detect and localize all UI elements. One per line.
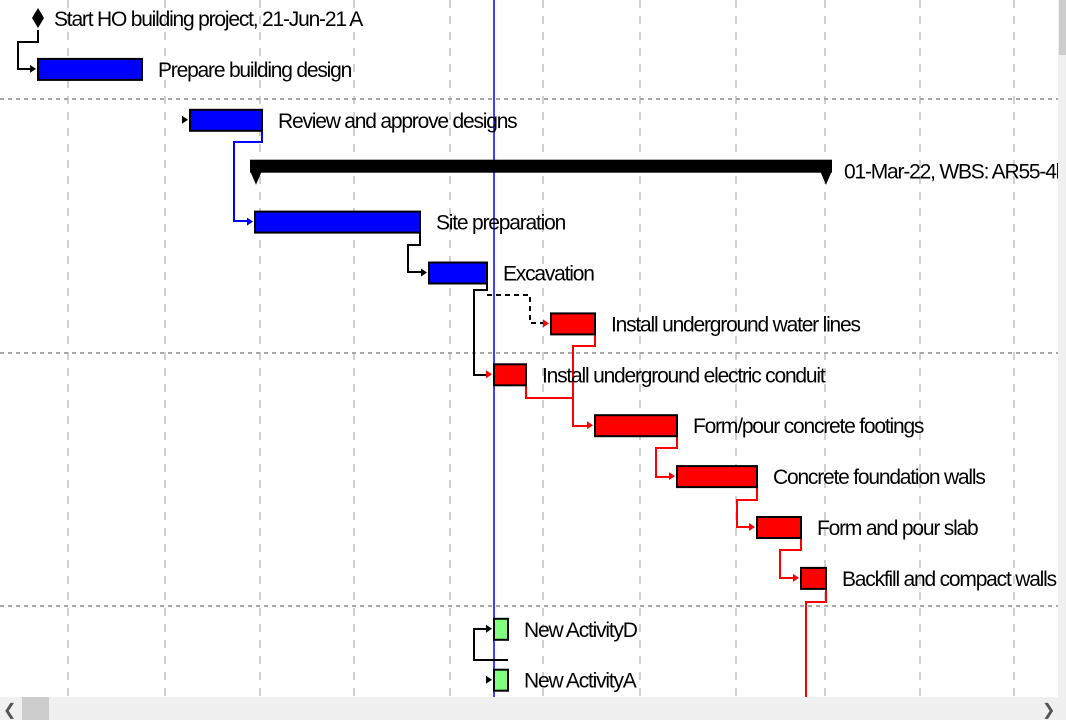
relationship-line bbox=[407, 232, 425, 273]
wbs-summary-bar[interactable] bbox=[250, 159, 832, 173]
activity-bar[interactable] bbox=[254, 210, 421, 234]
activity-bar[interactable] bbox=[493, 668, 509, 692]
activity-label: Form/pour concrete footings bbox=[693, 415, 924, 438]
horizontal-scrollbar[interactable]: ❮ ❯ bbox=[0, 697, 1066, 720]
activity-label: Excavation bbox=[503, 263, 594, 286]
grid-lines bbox=[0, 0, 1058, 697]
vertical-scrollbar[interactable] bbox=[1058, 0, 1066, 697]
link-arrow-icon bbox=[247, 217, 253, 226]
link-arrow-icon bbox=[669, 472, 675, 481]
link-arrow-icon bbox=[421, 268, 427, 277]
horizontal-scroll-thumb[interactable] bbox=[22, 697, 49, 720]
activity-label: Site preparation bbox=[436, 212, 566, 235]
activity-bar[interactable] bbox=[37, 57, 143, 81]
activity-bar[interactable] bbox=[756, 516, 802, 539]
summary-end-triangle bbox=[820, 170, 832, 185]
relationship-line bbox=[473, 284, 490, 376]
gantt-chart[interactable]: Start HO building project, 21-Jun-21 A Pr… bbox=[0, 0, 1066, 697]
relationship-line bbox=[473, 628, 508, 661]
activity-label: Concrete foundation walls bbox=[773, 466, 985, 489]
activity-label: 01-Mar-22, WBS: AR55-4b. bbox=[844, 161, 1066, 184]
link-arrow-icon bbox=[486, 370, 492, 379]
activity-bar[interactable] bbox=[676, 465, 758, 489]
activity-bar[interactable] bbox=[800, 566, 827, 590]
relationship-line bbox=[17, 30, 39, 70]
chevron-left-icon[interactable]: ❮ bbox=[3, 702, 17, 719]
activity-label: Install underground electric conduit bbox=[542, 364, 826, 387]
activity-bars[interactable] bbox=[30, 8, 832, 692]
link-arrow-icon bbox=[543, 319, 549, 328]
relationship-line bbox=[233, 131, 263, 222]
milestone-diamond[interactable] bbox=[32, 8, 44, 28]
activity-bar[interactable] bbox=[428, 261, 488, 285]
activity-bar[interactable] bbox=[594, 414, 678, 438]
relationship-line bbox=[736, 488, 758, 528]
activity-label: Start HO building project, 21-Jun-21 A bbox=[54, 8, 363, 31]
activity-bar[interactable] bbox=[493, 363, 527, 387]
link-arrow-icon bbox=[486, 624, 492, 633]
activity-label: New ActivityA bbox=[524, 670, 637, 693]
activity-label: New ActivityD bbox=[524, 619, 638, 642]
activity-label: Backfill and compact walls bbox=[842, 568, 1057, 591]
activity-labels: Start HO building project, 21-Jun-21 A Pr… bbox=[54, 8, 1066, 693]
link-arrow-icon bbox=[182, 115, 188, 124]
relationship-lines bbox=[17, 30, 827, 697]
summary-start-triangle bbox=[250, 170, 262, 185]
chevron-right-icon[interactable]: ❯ bbox=[1042, 702, 1056, 719]
relationship-line bbox=[655, 437, 678, 478]
activity-label: Install underground water lines bbox=[611, 313, 861, 336]
relationship-line bbox=[572, 334, 596, 427]
activity-label: Prepare building design bbox=[158, 59, 352, 82]
activity-bar[interactable] bbox=[550, 312, 596, 336]
link-arrow-icon bbox=[749, 523, 755, 531]
link-arrow-icon bbox=[486, 675, 492, 684]
relationship-line bbox=[805, 590, 827, 697]
link-arrow-icon bbox=[587, 421, 593, 430]
relationship-line bbox=[487, 294, 546, 324]
activity-bar[interactable] bbox=[189, 108, 263, 132]
vertical-scroll-thumb[interactable] bbox=[1059, 0, 1066, 55]
activity-label: Review and approve designs bbox=[278, 110, 517, 133]
activity-label: Form and pour slab bbox=[817, 517, 978, 540]
link-arrow-icon bbox=[30, 64, 36, 73]
activity-bar[interactable] bbox=[493, 617, 509, 641]
relationship-line bbox=[525, 386, 573, 399]
link-arrow-icon bbox=[793, 573, 799, 582]
relationship-line bbox=[779, 538, 802, 579]
